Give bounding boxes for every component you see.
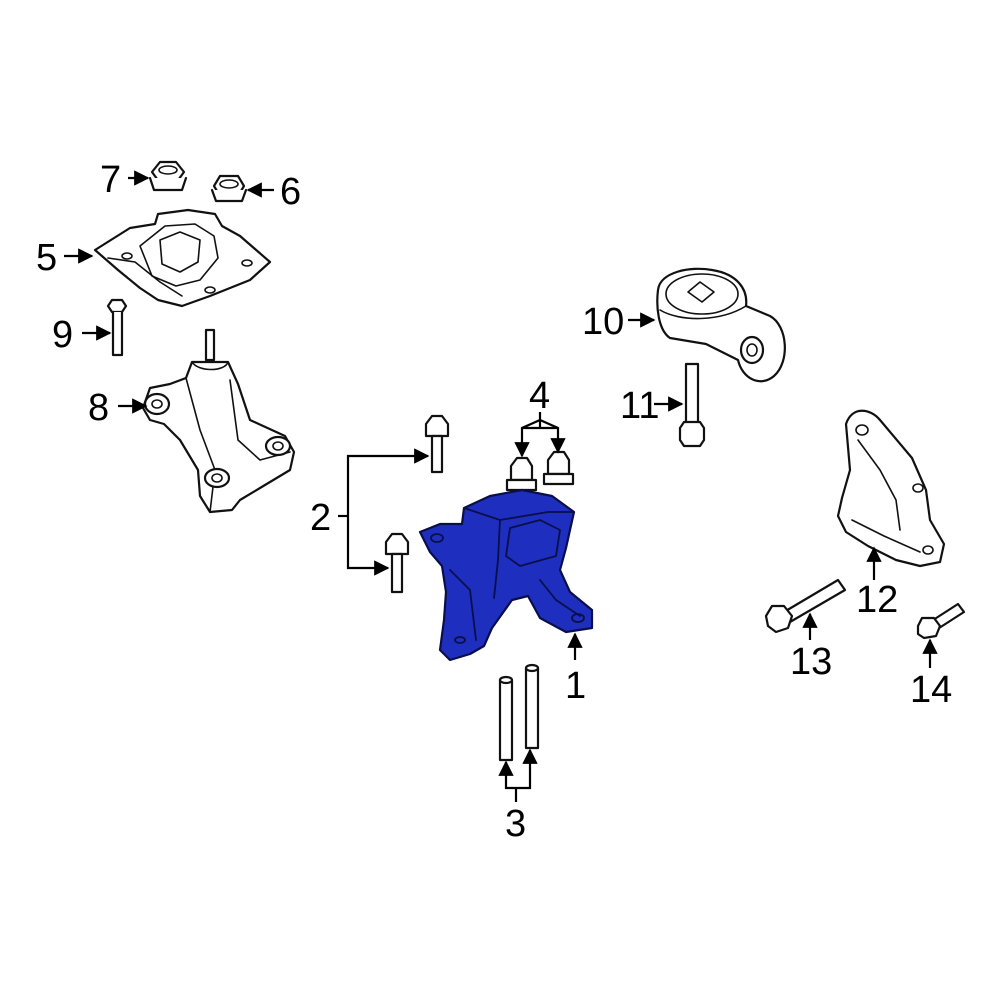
callout-labels: 7 6 5 9 8 10 11 4 2 1 12 13 14 3 [36,159,952,845]
part-1-engine-mount[interactable] [418,488,594,662]
callout-6: 6 [280,171,301,213]
callout-11: 11 [620,385,659,427]
part-6-nut[interactable] [210,174,248,203]
part-3-studs[interactable] [498,663,540,762]
leader-lines [64,170,938,802]
part-9-bolt[interactable] [106,298,128,357]
callout-5: 5 [36,237,57,279]
callout-14: 14 [910,669,952,711]
part-5-bracket-plate[interactable] [93,208,272,308]
callout-3: 3 [505,803,526,845]
part-12-bracket[interactable] [836,409,946,568]
part-4-nuts[interactable] [505,450,575,492]
part-11-bolt[interactable] [678,362,706,448]
callout-1: 1 [565,665,586,707]
callout-2: 2 [310,497,331,539]
part-8-bracket[interactable] [141,328,296,514]
part-10-torque-mount[interactable] [656,267,786,383]
callout-4: 4 [529,375,550,417]
part-7-nut[interactable] [148,160,188,192]
callout-9: 9 [52,314,73,356]
part-14-bolt[interactable] [916,602,966,640]
callout-7: 7 [100,159,121,201]
part-2-bolts[interactable] [384,414,450,594]
callout-12: 12 [856,579,898,621]
callout-8: 8 [88,387,109,429]
part-13-bolt[interactable] [764,578,847,634]
callout-10: 10 [582,301,624,343]
callout-13: 13 [790,641,832,683]
